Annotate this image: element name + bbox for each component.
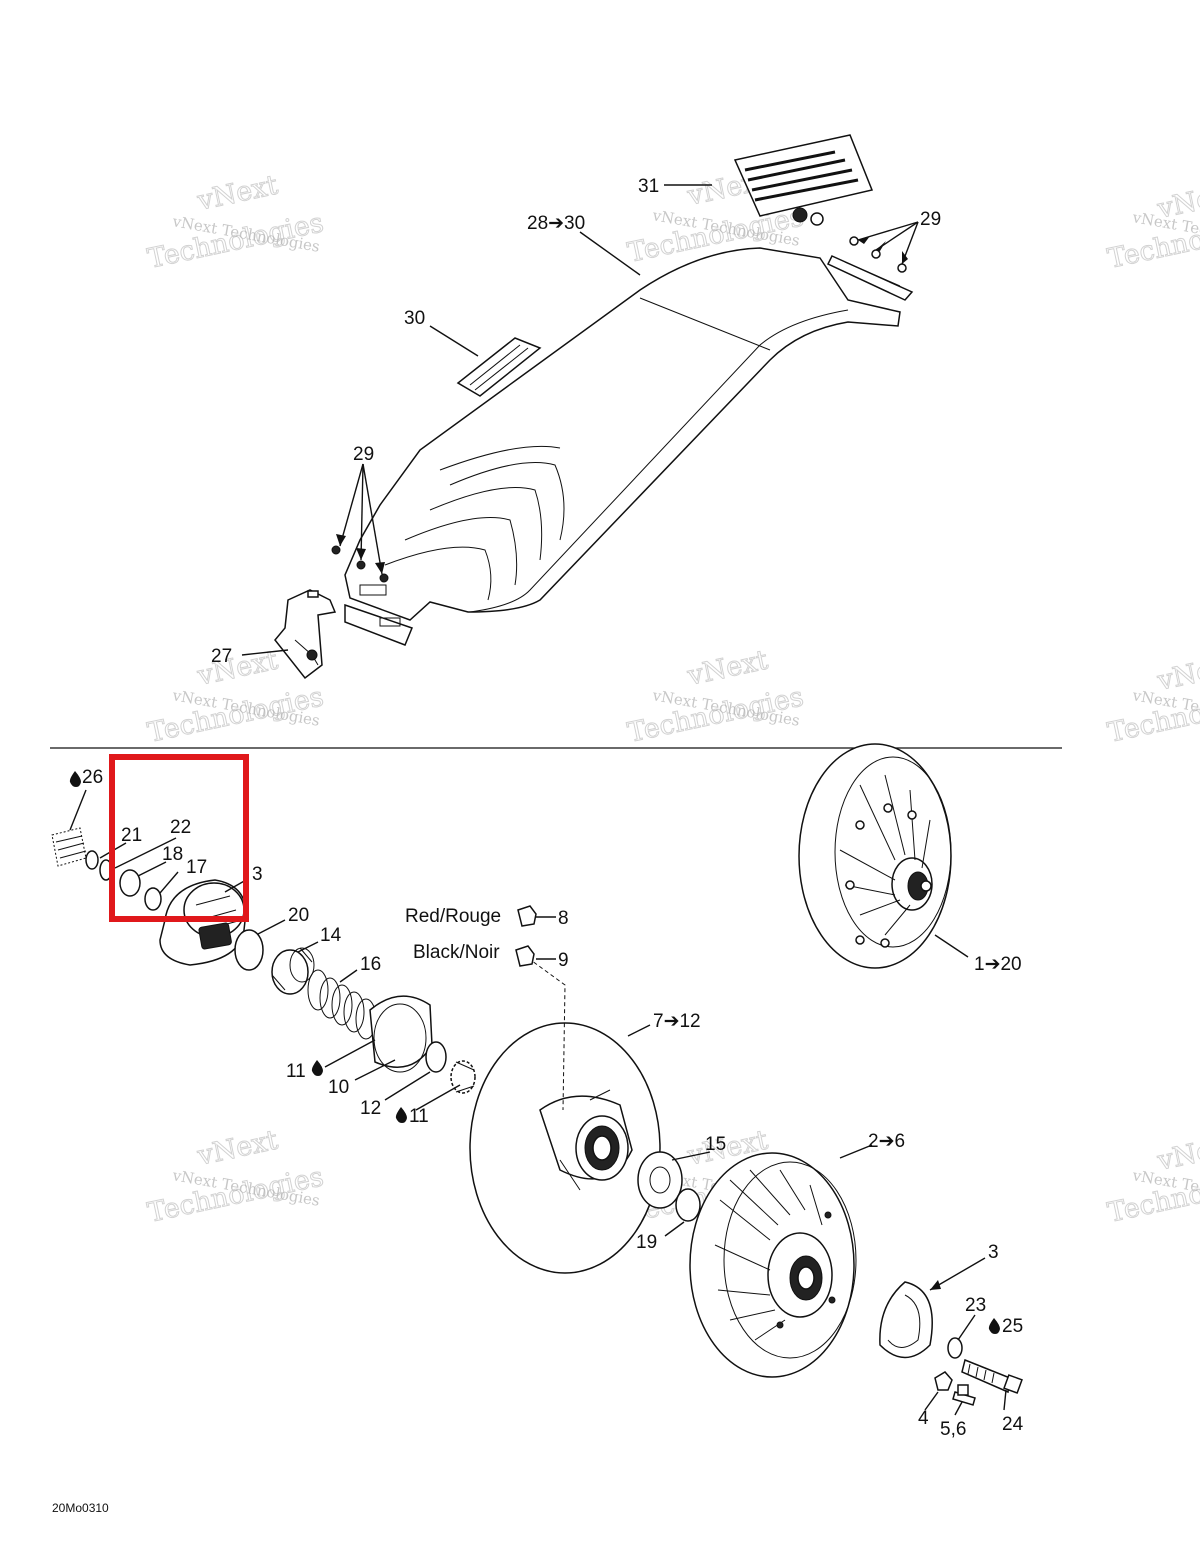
cover-10: [369, 995, 433, 1073]
callout-20: 20: [288, 905, 309, 926]
pulley-1-20: [798, 743, 952, 969]
svg-text:vNext: vNext: [194, 170, 281, 217]
bushing-11: [450, 1060, 476, 1094]
decal-31: [733, 134, 874, 226]
fixed-sheave-2-6: [689, 1152, 857, 1378]
watermark-6: vNext vNext Technologies Technologies: [1105, 649, 1200, 749]
callout-8: 8: [558, 908, 569, 929]
ring-17: [144, 887, 162, 911]
washer-23: [947, 1337, 963, 1359]
lubricant-drop-icon-11b: [395, 1107, 407, 1123]
ring-20: [234, 929, 264, 971]
leaders-lower: [69, 789, 1007, 1416]
ring-18: [119, 869, 141, 897]
o-ring-12: [425, 1041, 447, 1073]
callout-2-6: 2➔6: [868, 1131, 905, 1152]
watermark-3: vNext vNext Technologies Technologies: [1105, 177, 1200, 275]
bracket-27: [274, 589, 337, 680]
drawing-code: 20Mo0310: [52, 1501, 109, 1515]
svg-text:vNext: vNext: [194, 1125, 281, 1172]
callout-11-b: 11: [409, 1106, 429, 1127]
callout-26: 26: [82, 767, 103, 788]
svg-text:Technologies: Technologies: [145, 1161, 326, 1228]
svg-text:Technologies: Technologies: [145, 207, 326, 274]
callout-14: 14: [320, 925, 342, 946]
callout-19: 19: [636, 1232, 657, 1253]
callout-22: 22: [170, 817, 191, 838]
label-red-rouge: Red/Rouge: [405, 906, 501, 927]
svg-text:Technologies: Technologies: [145, 681, 326, 748]
slider-button-9: [515, 945, 535, 967]
callout-16: 16: [360, 954, 381, 975]
cam-3-bottom: [879, 1281, 933, 1359]
grease-tube-26: [51, 827, 87, 867]
nut-4: [934, 1371, 953, 1391]
belt-guard: [331, 236, 914, 646]
bushing-14: [271, 947, 315, 995]
callout-12: 12: [360, 1098, 381, 1119]
callout-18: 18: [162, 844, 183, 865]
watermark-9: vNext vNext Technologies Technologies: [1105, 1129, 1200, 1229]
callout-28-30: 28➔30: [527, 213, 585, 234]
callout-3-bottom: 3: [988, 1242, 999, 1263]
callout-29-mid: 29: [353, 444, 374, 465]
decal-30: [456, 337, 542, 397]
callout-30: 30: [404, 308, 425, 329]
lubricant-drop-icon-25: [988, 1318, 1000, 1334]
belt-guard-assembly: 31 28➔30 29 30 29 27: [211, 134, 941, 680]
callout-15: 15: [705, 1134, 726, 1155]
callout-1-20: 1➔20: [974, 954, 1022, 975]
callout-10: 10: [328, 1077, 349, 1098]
watermark-5: vNext vNext Technologies Technologies: [625, 644, 807, 749]
callout-25: 25: [1002, 1316, 1023, 1337]
callout-11-a: 11: [286, 1061, 306, 1082]
slider-button-8: [517, 905, 537, 927]
pulley-assembly: 26 21 22 18 17 3 20 14 16 Red/Rouge 8 Bl…: [51, 743, 1024, 1440]
callout-5-6: 5,6: [940, 1419, 966, 1440]
lubricant-drop-icon-26: [69, 771, 81, 787]
callout-17: 17: [186, 857, 207, 878]
bolt-24: [961, 1358, 1023, 1394]
callout-3-top: 3: [252, 864, 263, 885]
callout-27: 27: [211, 646, 232, 667]
screw-5-6: [952, 1384, 976, 1406]
callout-29-top: 29: [920, 209, 941, 230]
svg-text:Technologies: Technologies: [625, 681, 806, 748]
leaders-upper: [241, 184, 919, 656]
callout-24: 24: [1002, 1414, 1024, 1435]
cam-3: [159, 879, 247, 966]
callout-21: 21: [121, 825, 142, 846]
watermark-1: vNext vNext Technologies Technologies: [145, 169, 327, 275]
highlight-box: [109, 754, 249, 922]
lubricant-drop-icon-11a: [311, 1060, 323, 1076]
label-black-noir: Black/Noir: [413, 942, 500, 963]
callout-7-12: 7➔12: [653, 1011, 701, 1032]
callout-9: 9: [558, 950, 569, 971]
callout-23: 23: [965, 1295, 986, 1316]
sliding-sheave-7-12: [469, 1022, 661, 1274]
watermark-7: vNext vNext Technologies Technologies: [145, 1124, 327, 1229]
callout-31: 31: [638, 176, 659, 197]
washer-15: [637, 1151, 683, 1209]
callout-4: 4: [918, 1408, 929, 1429]
svg-text:vNext: vNext: [684, 645, 771, 692]
washer-19: [675, 1188, 701, 1222]
